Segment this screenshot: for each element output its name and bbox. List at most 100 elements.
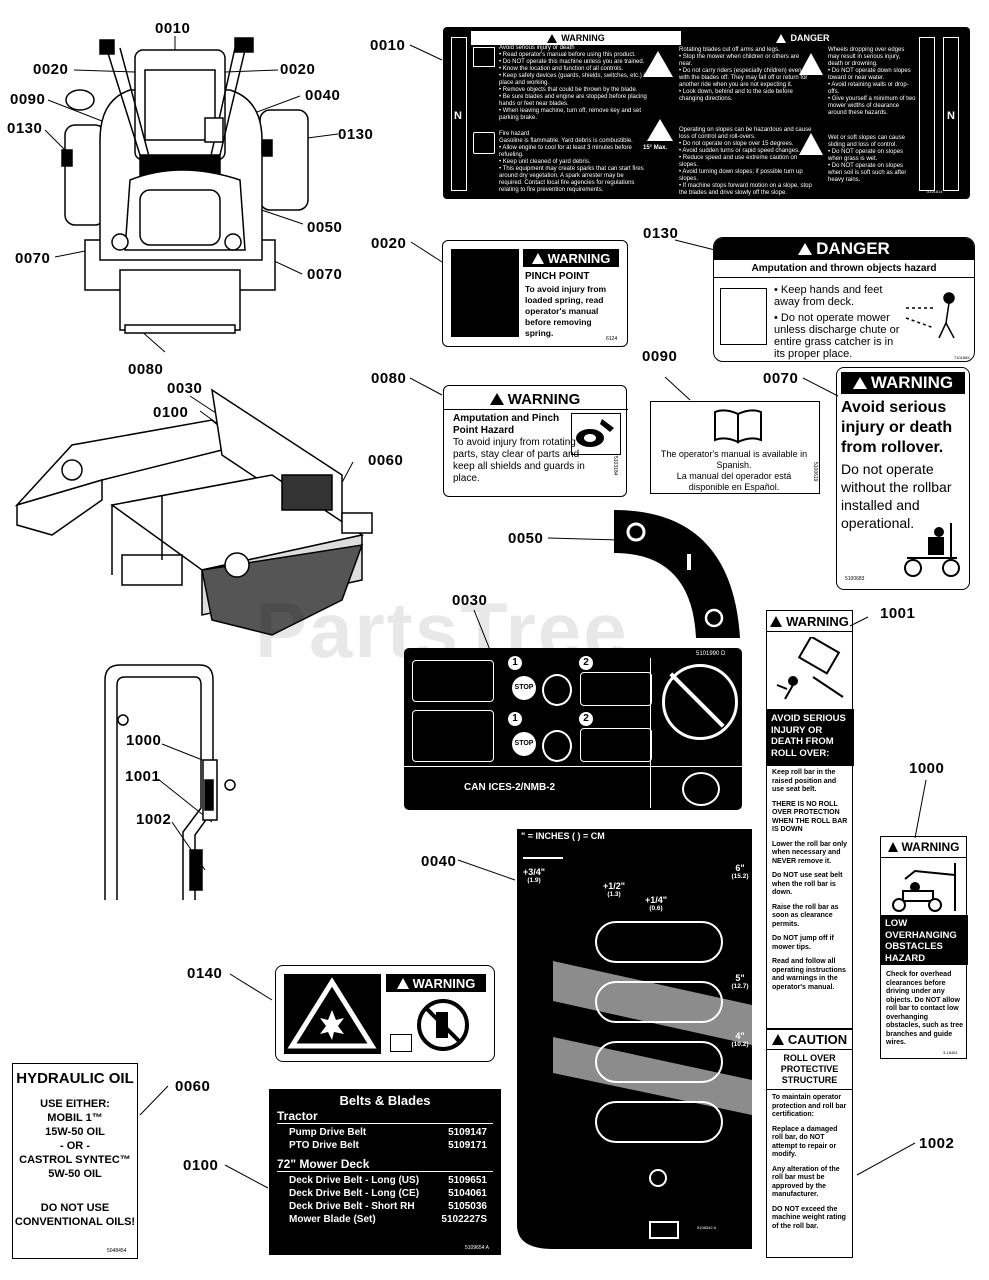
belts-title: Belts & Blades bbox=[339, 1093, 431, 1108]
decal-1000: WARNING LOW OVERHANGING OBSTACLES HAZARD… bbox=[880, 836, 968, 1059]
callout-0130-left: 0130 bbox=[7, 120, 43, 137]
part-number: 5109654 A bbox=[465, 1245, 489, 1251]
mark-cm: (1.9) bbox=[527, 877, 541, 884]
warning-text: WARNING bbox=[507, 390, 581, 408]
body-paragraph: Do NOT use seat belt when the roll bar i… bbox=[772, 872, 843, 896]
danger-bullet-2: • Do not operate mower unless discharge … bbox=[774, 312, 900, 360]
units-legend: " = INCHES ( ) = CM bbox=[521, 831, 605, 841]
on-symbol-icon bbox=[687, 554, 691, 570]
oil-grade-2: 5W-50 OIL bbox=[48, 1168, 102, 1180]
adjust-mark-1: +3/4"(1.9) bbox=[519, 867, 549, 884]
stop-icon: STOP bbox=[512, 732, 536, 756]
block-rotating-blades: Rotating blades cut off arms and legs. •… bbox=[679, 47, 809, 103]
belt-name: Deck Drive Belt - Short RH bbox=[289, 1201, 415, 1212]
body-paragraph: Read and follow all operating instructio… bbox=[772, 958, 846, 991]
fire-icon bbox=[473, 132, 495, 154]
block-wet-slopes: Wet or soft slopes can cause sliding and… bbox=[828, 135, 916, 184]
amputation-title: Amputation and Pinch Point Hazard bbox=[453, 413, 560, 436]
callout-0010-decal: 0010 bbox=[370, 37, 406, 54]
mark-cm: (1.3) bbox=[607, 891, 621, 898]
block-line: • Do NOT operate down slopes toward or n… bbox=[828, 68, 911, 81]
height-4: 4"(10.2) bbox=[725, 1031, 755, 1048]
warning-header: WARNING bbox=[471, 31, 681, 45]
warning-triangle-icon bbox=[852, 377, 867, 389]
block-line: • Keep unit cleaned of yard debris. bbox=[499, 159, 591, 165]
body-paragraph: DO NOT exceed the machine weight rating … bbox=[772, 1205, 846, 1230]
height-cm: (15.2) bbox=[731, 873, 749, 880]
callout-0140-decal: 0140 bbox=[187, 965, 223, 982]
step-badge: 2 bbox=[579, 656, 593, 670]
callout-1001-decal: 1001 bbox=[880, 605, 916, 622]
adjust-mark-3: +1/4"(0.6) bbox=[641, 895, 671, 912]
belt-number: 5109651 bbox=[448, 1175, 487, 1186]
block-line: • Be sure blades and engine are stopped … bbox=[499, 94, 647, 107]
mark-inches: +1/4" bbox=[644, 895, 668, 905]
divider bbox=[650, 658, 651, 808]
decal-0140: WARNING bbox=[275, 965, 495, 1062]
warning-body: Keep roll bar in the raised position and… bbox=[772, 769, 850, 992]
caution-body: To maintain operator protection and roll… bbox=[767, 1090, 852, 1235]
height-cm: (12.7) bbox=[731, 983, 749, 990]
slope-hazard-icon bbox=[647, 119, 673, 141]
mower-top-view-illustration bbox=[61, 37, 309, 334]
hand-deck-icon bbox=[720, 288, 767, 345]
warning-text: WARNING bbox=[547, 250, 611, 266]
danger-subtitle: Amputation and thrown objects hazard bbox=[714, 260, 974, 278]
callout-0050-decal: 0050 bbox=[508, 530, 544, 547]
rollover-body: Do not operate without the rollbar insta… bbox=[841, 461, 952, 531]
warning-title: LOW OVERHANGING OBSTACLES HAZARD bbox=[881, 915, 968, 965]
block-line: • This equipment may create sparks that … bbox=[499, 166, 644, 193]
level-bar bbox=[919, 37, 935, 191]
decal-0060: HYDRAULIC OIL USE EITHER: MOBIL 1™ 15W-5… bbox=[12, 1063, 138, 1259]
pto-off-icon bbox=[542, 730, 572, 762]
belt-number: 5109147 bbox=[448, 1127, 487, 1138]
height-cm: (10.2) bbox=[731, 1041, 749, 1048]
decal-0080: WARNING Amputation and Pinch Point Hazar… bbox=[443, 385, 628, 497]
block-line: • Look down, behind and to the side befo… bbox=[679, 89, 793, 102]
warning-header: WARNING bbox=[881, 837, 966, 858]
manual-spanish: La manual del operador está disponible e… bbox=[676, 471, 792, 492]
block-line: Wheels dropping over edges may result in… bbox=[828, 47, 905, 67]
decal-0010: N N WARNING DANGER Avoid serious injury … bbox=[443, 27, 970, 199]
callout-0030-diagram: 0030 bbox=[167, 380, 203, 397]
block-line: • Do NOT operate on slopes when soil is … bbox=[828, 163, 907, 183]
height-slot bbox=[595, 1101, 723, 1143]
mark-inches: +1/2" bbox=[602, 881, 626, 891]
height-inches: 5" bbox=[735, 973, 745, 983]
height-6: 6"(15.2) bbox=[725, 863, 755, 880]
warning-text: WARNING bbox=[870, 373, 954, 392]
callout-0080-diagram: 0080 bbox=[128, 361, 164, 378]
callout-0050-diagram: 0050 bbox=[307, 219, 343, 236]
decal-0130: DANGER Amputation and thrown objects haz… bbox=[713, 237, 975, 362]
caution-title: ROLL OVER PROTECTIVE STRUCTURE bbox=[767, 1050, 852, 1090]
block-line: Operating on slopes can be hazardous and… bbox=[679, 127, 812, 140]
warning-header: WARNING bbox=[841, 372, 965, 394]
height-inches: 6" bbox=[735, 863, 745, 873]
callout-1002-decal: 1002 bbox=[919, 1135, 955, 1152]
callout-0020-right: 0020 bbox=[280, 61, 316, 78]
belt-row: Deck Drive Belt - Long (CE)5104061 bbox=[289, 1187, 493, 1200]
callout-0040-diagram: 0040 bbox=[305, 87, 341, 104]
callout-0100-diagram: 0100 bbox=[153, 404, 189, 421]
oil-title: HYDRAULIC OIL bbox=[16, 1070, 134, 1087]
block-fire-hazard: Fire hazard Gasoline is flammable. Yard … bbox=[499, 131, 649, 194]
body-paragraph: Lower the roll bar only when necessary a… bbox=[772, 840, 848, 865]
mark-inches: +3/4" bbox=[522, 867, 546, 877]
warning-triangle-icon bbox=[489, 393, 504, 405]
body-paragraph: Keep roll bar in the raised position and… bbox=[772, 769, 837, 793]
block-avoid-injury: Avoid serious injury or death • Read ope… bbox=[499, 45, 649, 122]
callout-0040-decal: 0040 bbox=[421, 853, 457, 870]
danger-header: DANGER bbox=[693, 31, 913, 45]
callout-0100-decal: 0100 bbox=[183, 1157, 219, 1174]
callout-0070-left: 0070 bbox=[15, 250, 51, 267]
thrown-objects-icon bbox=[904, 288, 964, 343]
body-paragraph: To maintain operator protection and roll… bbox=[772, 1094, 847, 1118]
decal-0030: 5101990 D 1 2 STOP 1 2 STOP CAN ICES-2/N… bbox=[404, 648, 742, 810]
callout-1000-decal: 1000 bbox=[909, 760, 945, 777]
step-badge: 1 bbox=[508, 712, 522, 726]
callout-0060-decal: 0060 bbox=[175, 1078, 211, 1095]
block-line: • Do not carry riders (especially childr… bbox=[679, 68, 808, 88]
